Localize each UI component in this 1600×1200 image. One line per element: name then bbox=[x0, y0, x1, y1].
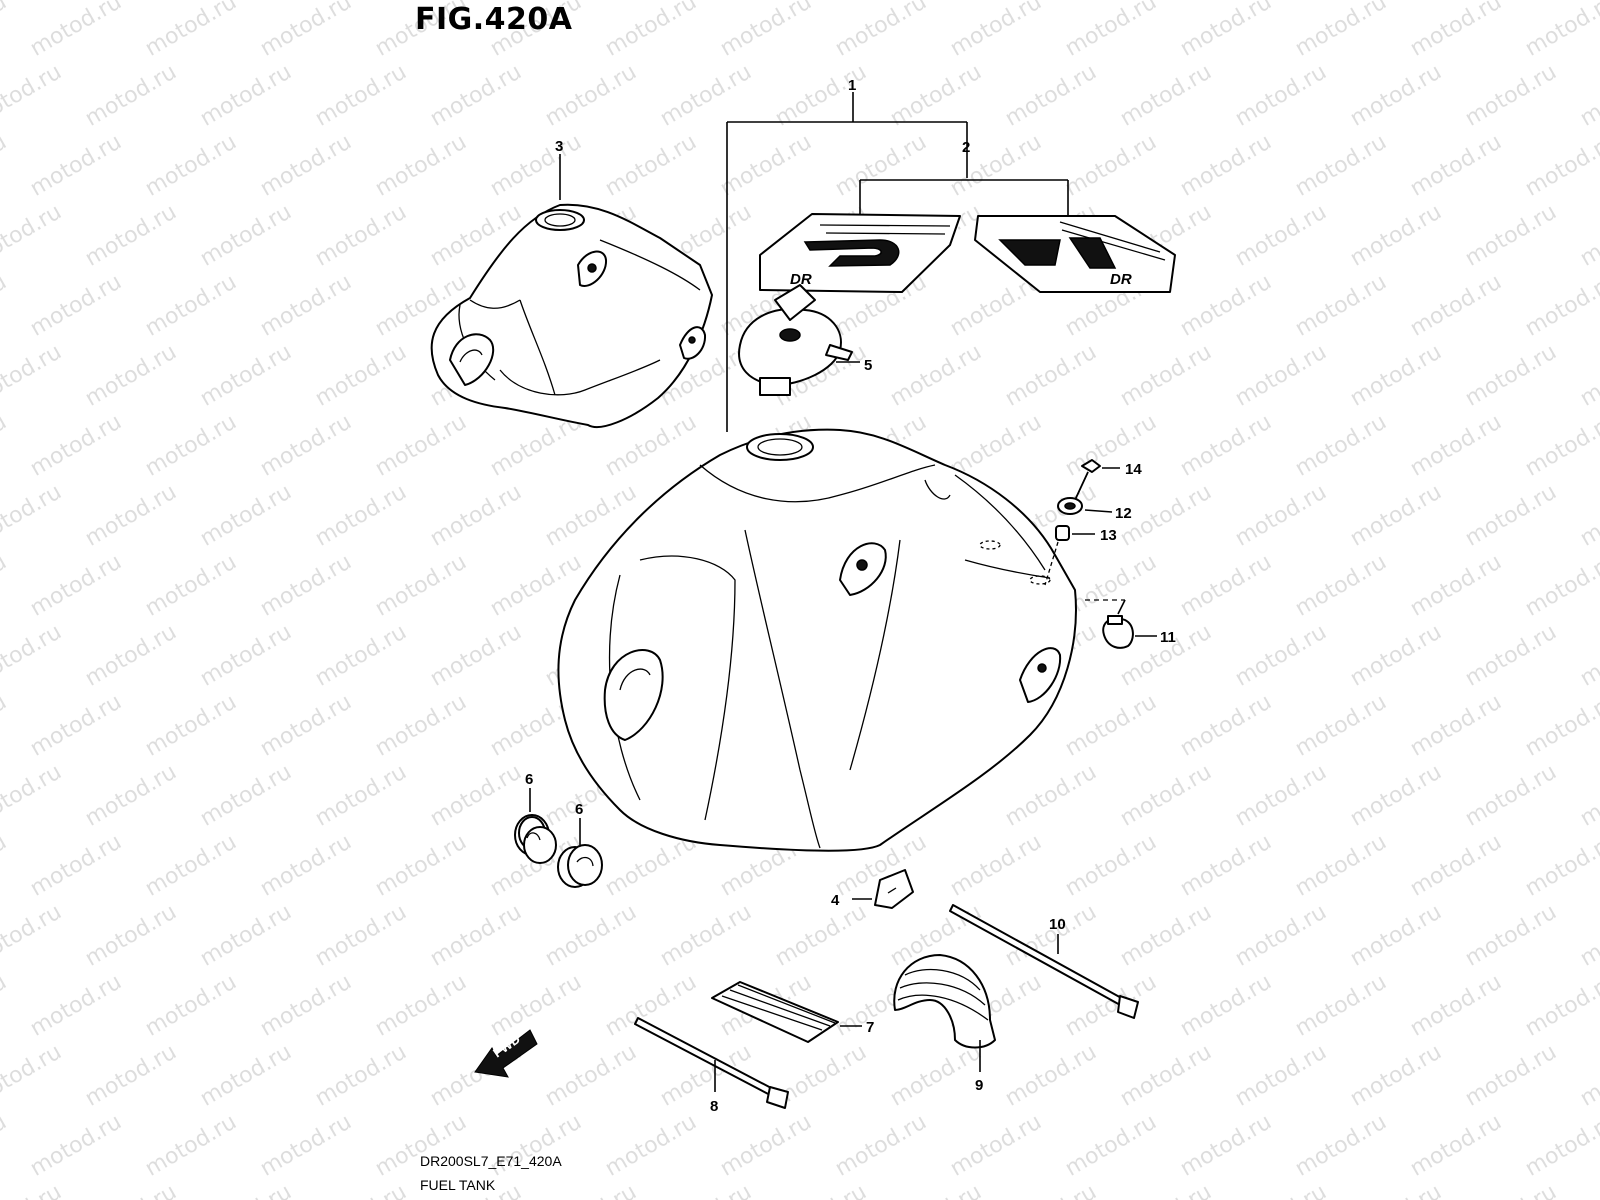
pad-7 bbox=[711, 981, 839, 1043]
small-fuel-tank bbox=[430, 203, 713, 428]
decal-left-text: DR bbox=[790, 271, 812, 288]
cushion-6a bbox=[514, 814, 557, 864]
callout-14: 14 bbox=[1125, 461, 1142, 478]
callout-3: 3 bbox=[555, 138, 563, 155]
callout-4: 4 bbox=[831, 892, 840, 909]
callout-9: 9 bbox=[975, 1077, 983, 1094]
callout-5: 5 bbox=[864, 357, 872, 374]
cover-9 bbox=[893, 954, 996, 1049]
callout-6b: 6 bbox=[575, 801, 583, 818]
leader-11a bbox=[1117, 599, 1126, 615]
callout-10: 10 bbox=[1049, 916, 1066, 933]
decal-right-text: DR bbox=[1110, 271, 1132, 288]
cushion-4 bbox=[874, 869, 914, 909]
fuel-cap bbox=[738, 284, 853, 396]
cushion-11 bbox=[1102, 615, 1134, 649]
callout-2: 2 bbox=[962, 139, 970, 156]
strap-10 bbox=[949, 904, 1139, 1019]
callout-1: 1 bbox=[848, 77, 856, 94]
callout-bracket-1 bbox=[726, 92, 968, 432]
callout-7: 7 bbox=[866, 1019, 874, 1036]
callout-12: 12 bbox=[1115, 505, 1132, 522]
main-fuel-tank bbox=[557, 428, 1077, 852]
figure-title: FIG.420A bbox=[415, 2, 573, 37]
cushion-6b bbox=[557, 844, 603, 888]
callout-13: 13 bbox=[1100, 527, 1117, 544]
callout-11: 11 bbox=[1160, 629, 1176, 646]
callout-bracket-2 bbox=[859, 179, 1069, 216]
leader-12 bbox=[1084, 509, 1113, 513]
washer-12 bbox=[1057, 497, 1083, 515]
collar-13 bbox=[1055, 525, 1070, 541]
figure-name: FUEL TANK bbox=[420, 1177, 496, 1193]
callout-6a: 6 bbox=[525, 771, 533, 788]
forward-arrow-icon: FWD bbox=[474, 1029, 538, 1078]
dashed-guide-13 bbox=[1044, 541, 1059, 586]
tank-decal-right: DR bbox=[974, 215, 1176, 293]
callout-8: 8 bbox=[710, 1098, 718, 1115]
bolt-14 bbox=[1074, 459, 1101, 501]
tank-decal-left: DR bbox=[759, 213, 961, 293]
figure-code: DR200SL7_E71_420A bbox=[420, 1153, 562, 1169]
strap-8 bbox=[634, 1017, 789, 1109]
